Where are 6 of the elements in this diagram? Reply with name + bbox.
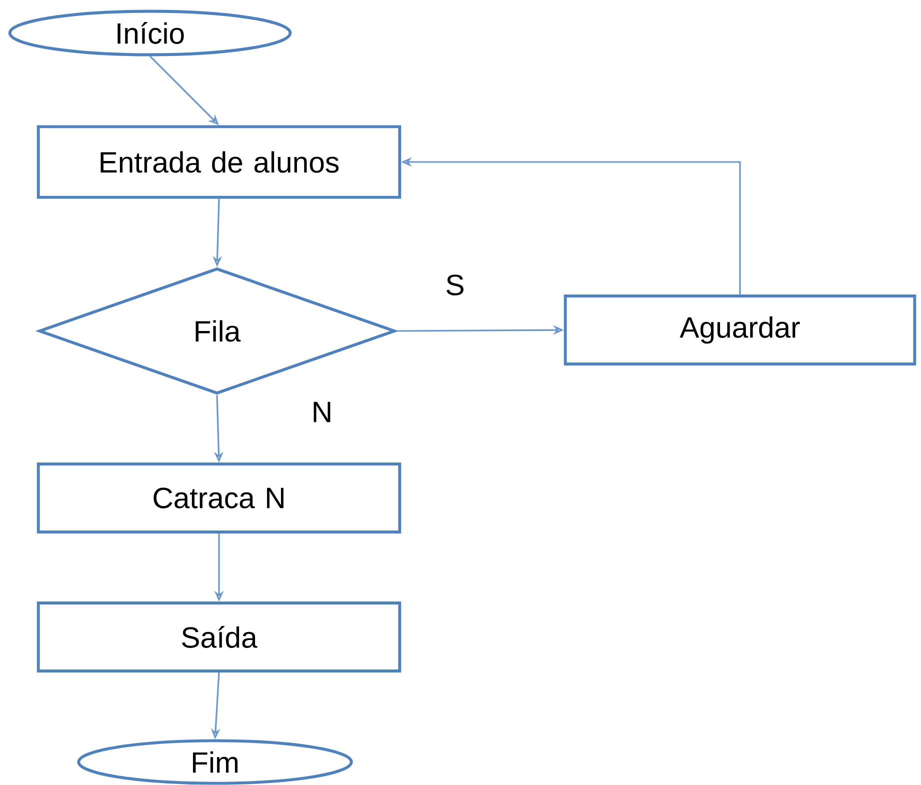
process-box: Entrada de alunos [36, 125, 402, 199]
edge-label: S [444, 273, 466, 297]
process-box: Saída [36, 602, 402, 672]
process-box: Catraca N [36, 462, 402, 534]
edge-label: N [310, 400, 334, 424]
process-box: Aguardar [564, 294, 916, 366]
